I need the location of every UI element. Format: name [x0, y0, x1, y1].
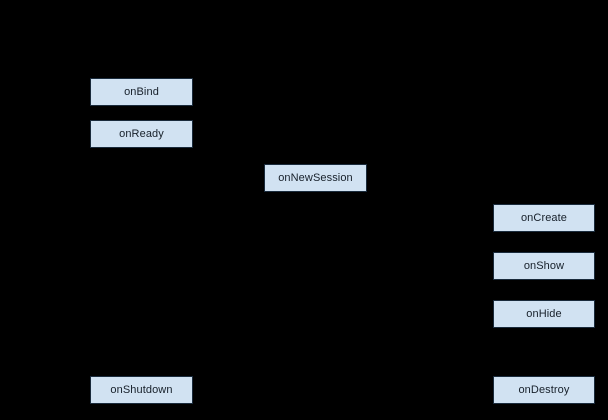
- node-label-on-shutdown: onShutdown: [110, 383, 173, 396]
- node-on-ready[interactable]: onReady: [90, 120, 193, 148]
- node-on-create[interactable]: onCreate: [493, 204, 595, 232]
- node-label-on-destroy: onDestroy: [518, 383, 570, 396]
- node-label-on-show: onShow: [523, 259, 565, 272]
- node-on-bind[interactable]: onBind: [90, 78, 193, 106]
- node-on-destroy[interactable]: onDestroy: [493, 376, 595, 404]
- node-label-on-new-session: onNewSession: [278, 171, 353, 184]
- node-on-new-session[interactable]: onNewSession: [264, 164, 367, 192]
- node-on-shutdown[interactable]: onShutdown: [90, 376, 193, 404]
- node-label-on-create: onCreate: [520, 211, 568, 224]
- node-label-on-ready: onReady: [119, 127, 164, 140]
- node-label-on-hide: onHide: [526, 307, 562, 320]
- node-on-hide[interactable]: onHide: [493, 300, 595, 328]
- node-label-on-bind: onBind: [124, 85, 159, 98]
- node-on-show[interactable]: onShow: [493, 252, 595, 280]
